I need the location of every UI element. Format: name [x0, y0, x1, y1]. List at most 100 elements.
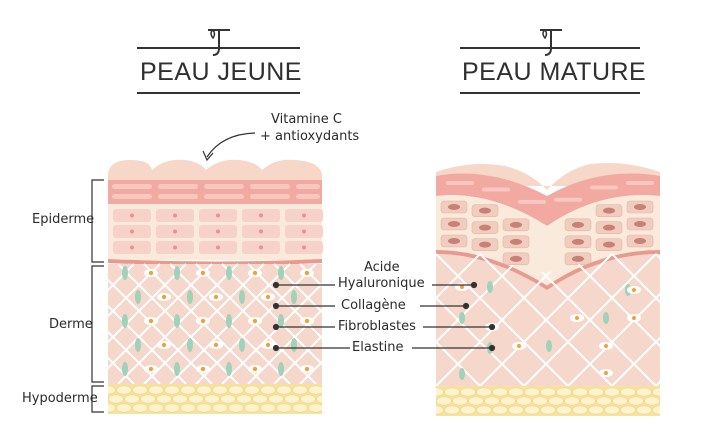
fibroblast-nucleus — [252, 270, 258, 276]
stratum-cell — [590, 185, 618, 190]
fat-cell — [492, 387, 508, 397]
fat-cell — [196, 403, 212, 413]
fat-cell — [661, 397, 676, 405]
collagen-fiber — [700, 254, 720, 386]
vitamin-arrow — [206, 132, 256, 158]
elastin-fiber — [174, 314, 180, 328]
fibroblast-nucleus — [304, 366, 310, 372]
fat-cell — [460, 405, 476, 415]
fat-cell — [116, 385, 132, 395]
fat-cell — [476, 405, 492, 415]
fat-cell — [325, 404, 340, 412]
fat-cell — [612, 396, 628, 406]
elastin-fiber — [239, 338, 245, 352]
fat-cell — [316, 394, 322, 404]
collagen-fiber — [273, 263, 322, 314]
epidermis-cell-nucleus — [302, 245, 306, 250]
fat-cell — [476, 387, 492, 397]
epidermis-cell-nucleus — [259, 213, 263, 218]
stratum-cell — [482, 187, 510, 192]
fat-cell — [580, 396, 596, 406]
fibroblast-nucleus — [265, 294, 271, 300]
fat-cell — [244, 385, 260, 395]
fat-cell — [268, 394, 284, 404]
title-young-rule-bottom — [137, 92, 300, 94]
fat-cell — [228, 385, 244, 395]
collagen-fiber — [655, 253, 660, 386]
fibroblast-nucleus — [148, 318, 154, 324]
fat-cell — [444, 387, 460, 397]
mature-basal-line — [435, 250, 661, 291]
fat-cell — [108, 394, 124, 404]
fibroblast-nucleus — [304, 318, 310, 324]
epidermis-cell-nucleus — [216, 229, 220, 234]
collagen-fiber — [108, 330, 161, 385]
epidermis-cell-nucleus — [448, 204, 460, 210]
fat-cell — [588, 405, 604, 415]
elastin-fiber — [487, 281, 493, 293]
fat-cell — [444, 405, 460, 415]
epidermis-cell-nucleus — [572, 221, 584, 228]
epidermis-cell-nucleus — [259, 229, 263, 234]
fat-cell — [228, 403, 244, 413]
young-surface — [108, 159, 322, 182]
young-epidermis-cells — [113, 209, 323, 254]
fibroblast-nucleus — [213, 342, 219, 348]
fat-cell — [436, 405, 444, 415]
elastin-fiber — [459, 312, 465, 324]
elastin-fiber — [174, 266, 180, 280]
fibroblast-nucleus — [575, 316, 579, 320]
fat-cell — [468, 396, 484, 406]
component-leaders — [272, 281, 496, 352]
elastin-fiber — [174, 362, 180, 376]
fibroblast-nucleus — [304, 270, 310, 276]
elastin-fiber — [226, 314, 232, 328]
elastin-fiber — [291, 338, 297, 352]
fibroblast-nucleus — [148, 366, 154, 372]
stratum-cell — [626, 181, 654, 185]
epidermis-cell-nucleus — [216, 245, 220, 250]
epidermis-cell-nucleus — [173, 229, 177, 234]
epidermis-cell-nucleus — [634, 204, 646, 210]
fat-cell — [292, 385, 308, 395]
fat-cell — [524, 387, 540, 397]
young-fibroblasts — [144, 269, 314, 373]
collagen-fiber — [611, 253, 660, 386]
fat-cell — [452, 396, 468, 406]
fat-cell — [604, 405, 620, 415]
fat-cell — [508, 387, 524, 397]
fat-cell — [588, 387, 604, 397]
fat-cell — [540, 387, 556, 397]
epidermis-cell-nucleus — [259, 245, 263, 250]
elastin-fiber — [226, 362, 232, 376]
fat-cell — [236, 394, 252, 404]
fat-cell — [556, 387, 572, 397]
fat-cell — [180, 403, 196, 413]
fat-cell — [540, 405, 556, 415]
title-mature: PEAU MATURE — [462, 58, 647, 86]
epidermis-cell-nucleus — [572, 255, 584, 262]
epidermis-cell-nucleus — [130, 213, 134, 218]
fat-cell — [132, 385, 148, 395]
mature-epidermis — [436, 195, 660, 286]
young-stratum-cells — [112, 184, 320, 199]
collagen-fiber — [700, 254, 720, 386]
fat-cell — [196, 385, 212, 395]
epidermis-cell-nucleus — [479, 207, 491, 214]
elastin-fiber — [187, 290, 193, 304]
layer-label-dermis: Derme — [49, 317, 93, 332]
epidermis-cell-nucleus — [173, 213, 177, 218]
fat-cell — [276, 385, 292, 395]
fibroblast-nucleus — [252, 366, 258, 372]
layer-label-hypodermis: Hypoderme — [22, 391, 98, 406]
young-fat-cells — [108, 385, 340, 413]
collagen-fiber — [299, 360, 322, 385]
vitamin-arrowhead — [202, 150, 214, 162]
collagen-fiber — [611, 253, 660, 386]
fat-cell — [204, 394, 220, 404]
epidermis-cell-nucleus — [510, 238, 522, 245]
fat-cell — [484, 396, 500, 406]
fat-cell — [108, 385, 116, 395]
fat-cell — [644, 396, 660, 406]
epidermis-cell-nucleus — [603, 241, 615, 248]
